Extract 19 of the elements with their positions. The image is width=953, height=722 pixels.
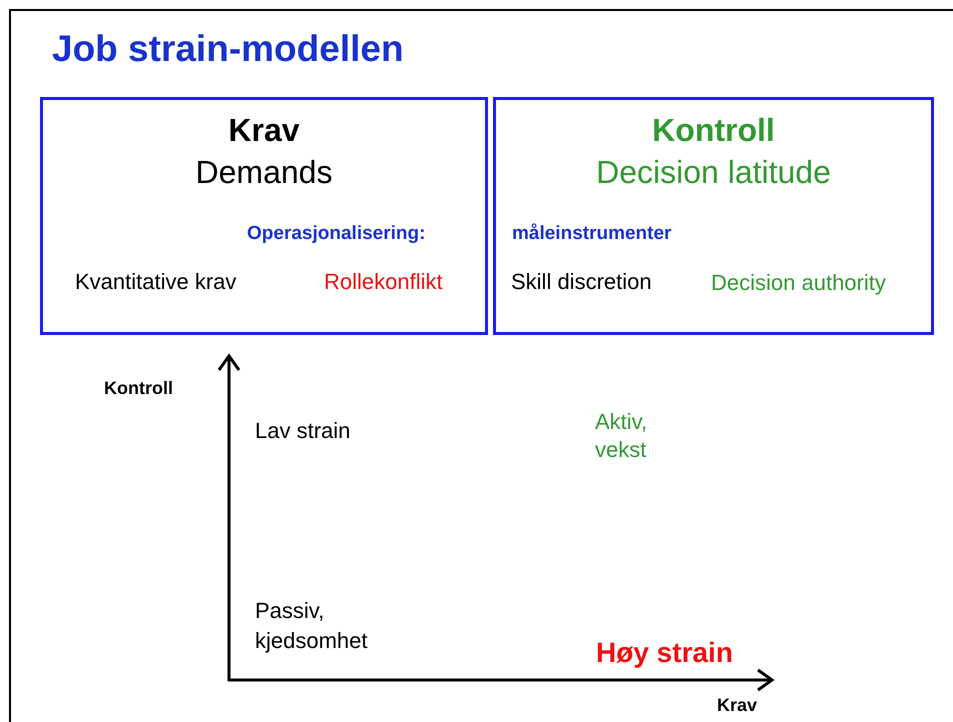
category-box [493, 97, 934, 335]
instrument-label: måleinstrumenter [512, 222, 672, 246]
category-subheading: Decision latitude [596, 153, 831, 192]
subcategory-label: Kvantitative krav [75, 268, 236, 296]
subcategory-label: Rollekonflikt [324, 268, 443, 296]
quadrant-label: Passiv, kjedsomhet [255, 597, 369, 655]
axis-label: Kontroll [104, 377, 173, 400]
axis-label: Krav [717, 694, 758, 717]
category-heading: Kontroll [652, 111, 775, 150]
quadrant-label: Høy strain [596, 636, 733, 670]
quadrant-label: Aktiv, vekst [595, 408, 648, 464]
title: Job strain-modellen [52, 27, 404, 71]
subcategory-label: Skill discretion [511, 268, 652, 296]
category-box [40, 97, 488, 335]
category-subheading: Demands [196, 153, 332, 192]
operationalization-label: Operasjonalisering: [247, 222, 426, 246]
subcategory-label: Decision authority [711, 269, 886, 297]
quadrant-label: Lav strain [255, 417, 350, 445]
category-heading: Krav [228, 111, 300, 150]
